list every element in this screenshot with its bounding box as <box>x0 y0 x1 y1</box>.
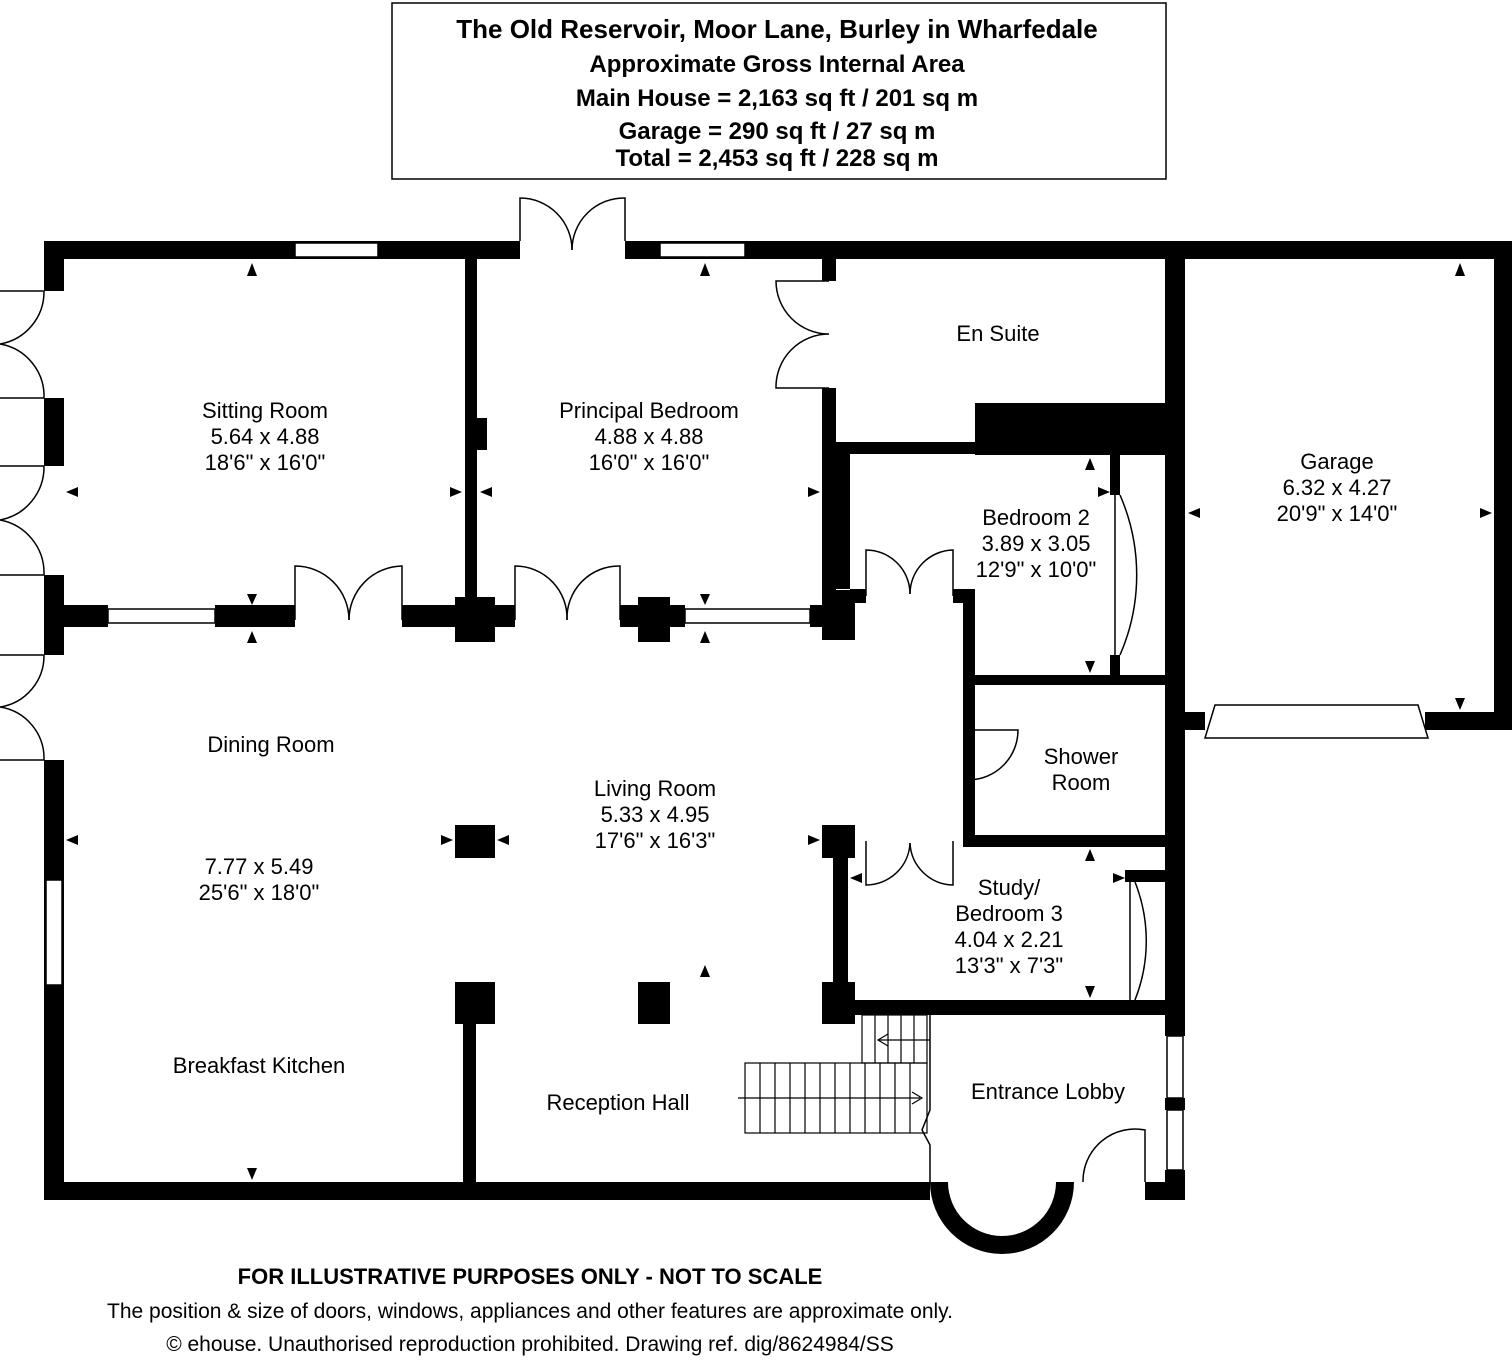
room-name: Sitting Room <box>202 398 328 423</box>
room-sitting-room: Sitting Room 5.64 x 4.88 18'6" x 16'0" <box>202 398 328 475</box>
room-entrance-lobby: Entrance Lobby <box>971 1079 1125 1104</box>
garage-area: Garage = 290 sq ft / 27 sq m <box>619 118 936 145</box>
windows <box>45 242 1430 1171</box>
room-name-line2: Room <box>1052 770 1111 795</box>
room-imperial: 13'3" x 7'3" <box>955 953 1063 978</box>
area-subtitle: Approximate Gross Internal Area <box>589 51 965 78</box>
room-name: Dining Room <box>207 732 334 757</box>
room-principal-bedroom: Principal Bedroom 4.88 x 4.88 16'0" x 16… <box>559 398 739 475</box>
room-name: Garage <box>1300 449 1373 474</box>
room-name: Principal Bedroom <box>559 398 739 423</box>
room-reception-hall: Reception Hall <box>546 1090 689 1115</box>
room-metric: 7.77 x 5.49 <box>205 854 314 879</box>
main-house-area: Main House = 2,163 sq ft / 201 sq m <box>576 85 978 112</box>
total-area: Total = 2,453 sq ft / 228 sq m <box>615 145 938 172</box>
room-study-bedroom-3: Study/ Bedroom 3 4.04 x 2.21 13'3" x 7'3… <box>955 875 1064 978</box>
room-metric: 3.89 x 3.05 <box>982 531 1091 556</box>
staircase <box>738 1014 930 1134</box>
walls <box>44 241 1512 1200</box>
room-imperial: 20'9" x 14'0" <box>1277 501 1398 526</box>
dimension-arrows <box>66 263 1492 1180</box>
room-name-line2: Bedroom 3 <box>955 901 1063 926</box>
room-metric: 5.64 x 4.88 <box>211 424 320 449</box>
disclaimer: FOR ILLUSTRATIVE PURPOSES ONLY - NOT TO … <box>238 1264 823 1289</box>
room-name-line1: Shower <box>1044 744 1119 769</box>
room-imperial: 18'6" x 16'0" <box>205 450 326 475</box>
doors <box>0 197 1148 1183</box>
room-metric: 6.32 x 4.27 <box>1283 475 1392 500</box>
area-summary-box: The Old Reservoir, Moor Lane, Burley in … <box>391 2 1167 180</box>
garage-door <box>1203 704 1430 739</box>
room-imperial: 16'0" x 16'0" <box>589 450 710 475</box>
copyright-note: © ehouse. Unauthorised reproduction proh… <box>166 1333 894 1356</box>
room-imperial: 17'6" x 16'3" <box>595 828 716 853</box>
room-name: Living Room <box>594 776 716 801</box>
room-shower-room: Shower Room <box>1044 744 1119 795</box>
room-metric: 4.88 x 4.88 <box>595 424 704 449</box>
room-bedroom-2: Bedroom 2 3.89 x 3.05 12'9" x 10'0" <box>976 505 1097 582</box>
room-imperial: 12'9" x 10'0" <box>976 557 1097 582</box>
room-en-suite: En Suite <box>956 321 1039 346</box>
plan-title: The Old Reservoir, Moor Lane, Burley in … <box>456 14 1097 44</box>
room-dining-room: Dining Room 7.77 x 5.49 25'6" x 18'0" <box>199 732 335 905</box>
room-metric: 4.04 x 2.21 <box>955 927 1064 952</box>
room-garage: Garage 6.32 x 4.27 20'9" x 14'0" <box>1277 449 1398 526</box>
lobby-wall-line <box>921 1015 931 1182</box>
bay-window <box>930 1182 1074 1254</box>
approximation-note: The position & size of doors, windows, a… <box>107 1300 953 1323</box>
room-name-line1: Study/ <box>978 875 1041 900</box>
room-imperial: 25'6" x 18'0" <box>199 880 320 905</box>
room-living-room: Living Room 5.33 x 4.95 17'6" x 16'3" <box>594 776 716 853</box>
room-name: Bedroom 2 <box>982 505 1090 530</box>
room-breakfast-kitchen: Breakfast Kitchen <box>173 1053 345 1078</box>
room-metric: 5.33 x 4.95 <box>601 802 710 827</box>
